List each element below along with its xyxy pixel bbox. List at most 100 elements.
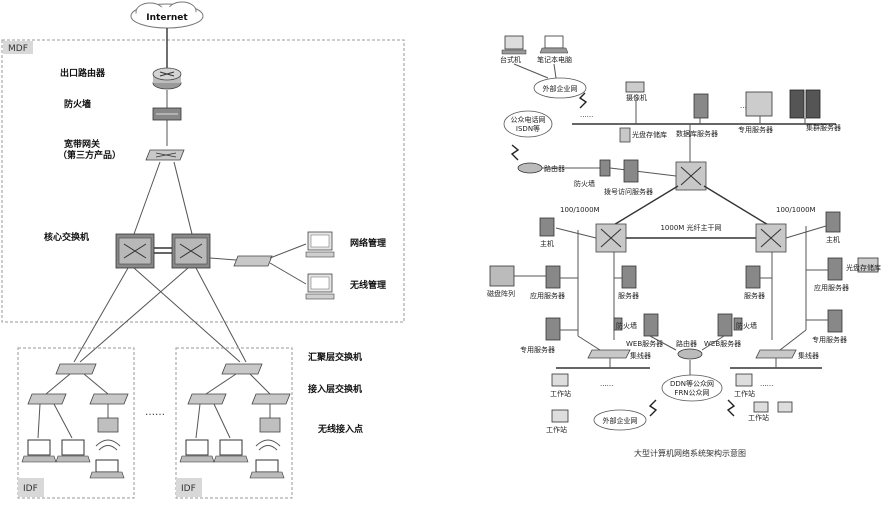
broadband-gateway-icon <box>145 149 185 161</box>
core-switch-right-icon <box>171 233 211 269</box>
access-switch-label: 接入层交换机 <box>308 383 362 395</box>
idf-left-wireless-laptop-icon <box>89 439 125 479</box>
speed-left-label: 100/1000M <box>560 206 600 214</box>
svg-text:......: ...... <box>600 380 613 388</box>
idf-left-laptop-2-icon <box>55 439 91 463</box>
optical-storage-top-icon <box>619 127 631 143</box>
dedicated-server-left-label: 专用服务器 <box>520 345 555 354</box>
dedicated-server-left-icon <box>545 317 561 341</box>
exit-router-label: 出口路由器 <box>60 67 106 79</box>
mdf-box <box>1 39 405 323</box>
broadband-gateway-sublabel: （第三方产品） <box>58 149 121 161</box>
firewall-top-icon <box>599 159 611 177</box>
hub-left-icon <box>587 349 631 359</box>
network-mgmt-label: 网络管理 <box>350 237 386 249</box>
hub-right-icon <box>755 349 797 359</box>
workstation-4-icon <box>753 401 793 413</box>
dedicated-server-right-label: 专用服务器 <box>812 335 847 344</box>
firewall-label: 防火墙 <box>64 98 91 110</box>
app-server-left-label: 应用服务器 <box>530 291 565 300</box>
agg-switch-label: 汇聚层交换机 <box>308 351 362 363</box>
web-server-right-label: WEB服务器 <box>704 339 741 348</box>
workstation-1-label: 工作站 <box>550 389 571 398</box>
central-switch-icon <box>675 161 707 191</box>
lightning-ddn-left-icon <box>648 399 658 417</box>
router-mid-icon <box>677 348 703 360</box>
firewall-mid-right-icon <box>733 317 743 331</box>
lightning-top-icon <box>578 92 588 109</box>
laptop-label: 笔记本电脑 <box>537 55 572 64</box>
diagram-caption: 大型计算机网络系统架构示意图 <box>634 448 746 458</box>
web-server-left-icon <box>643 313 659 337</box>
idf-left-box <box>17 347 135 499</box>
ddn-label: DDN等公众网 <box>670 379 714 388</box>
idf-left-aggregation-switch-icon <box>55 363 97 375</box>
idf-left-access-switch-2-icon <box>89 393 129 405</box>
web-server-left-label: WEB服务器 <box>626 339 663 348</box>
mdf-tag <box>3 41 33 54</box>
idf-left-label: IDF <box>23 484 38 494</box>
camera-icon <box>625 81 645 93</box>
idf-right-tag <box>176 478 202 497</box>
host-left-label: 主机 <box>540 239 554 248</box>
pstn-cloud-icon <box>503 110 553 138</box>
dialup-server-label: 拨号访问服务器 <box>604 187 653 196</box>
optical-storage-right-label: 光盘存储库 <box>846 263 881 272</box>
optical-storage-top-label: 光盘存储库 <box>632 130 667 139</box>
hub-right-label: 集线器 <box>798 351 819 360</box>
disk-array-icon <box>489 265 515 287</box>
workstation-2-label: 工作站 <box>734 389 755 398</box>
backbone-label: 1000M 光纤主干网 <box>660 223 721 232</box>
desktop-pc-label: 台式机 <box>500 55 521 64</box>
speed-right-label: 100/1000M <box>776 206 816 214</box>
workstation-1-icon <box>551 373 569 387</box>
cluster-server-icon <box>789 89 821 119</box>
left-network-diagram: Internet MDF 出口路由器 防火墙 宽带网关 （ <box>1 1 405 499</box>
workstation-2-icon <box>735 373 753 387</box>
db-server-icon <box>693 93 709 119</box>
wireless-mgmt-pc-icon <box>305 273 335 300</box>
lightning-icon <box>510 144 520 161</box>
laptop-icon <box>539 35 569 54</box>
left-core-switch-icon <box>595 223 627 253</box>
mdf-label: MDF <box>8 44 28 54</box>
external-network-bottom-label: 外部企业网 <box>603 416 638 425</box>
firewall-top-label: 防火墙 <box>574 179 595 188</box>
ddn-sublabel: FRN公众网 <box>674 389 709 397</box>
internet-cloud-icon <box>130 1 204 29</box>
router-top-icon <box>517 162 543 174</box>
disk-array-label: 磁盘阵列 <box>487 289 515 298</box>
idf-right-access-switch-2-icon <box>251 393 291 405</box>
idf-ellipsis: …… <box>145 407 165 418</box>
firewall-mid-left-icon <box>613 317 623 331</box>
desktop-pc-icon <box>501 35 527 55</box>
external-network-cloud-bottom-icon <box>593 409 647 431</box>
idf-right-aggregation-switch-icon <box>221 363 263 375</box>
server-mid-left-label: 服务器 <box>618 291 639 300</box>
host-right-icon <box>825 211 841 233</box>
workstation-3-label: 工作站 <box>546 425 567 434</box>
app-server-right-label: 应用服务器 <box>814 283 849 292</box>
idf-right-access-switch-1-icon <box>187 393 227 405</box>
firewall-mid-left-label: 防火墙 <box>616 321 637 330</box>
cluster-server-label: 集群服务器 <box>806 123 841 132</box>
svg-text:......: ...... <box>580 111 593 119</box>
ddn-cloud-icon <box>661 374 723 402</box>
db-server-label: 数据库服务器 <box>676 129 718 138</box>
hub-left-label: 集线器 <box>630 351 651 360</box>
wireless-mgmt-label: 无线管理 <box>349 279 386 291</box>
firewall-icon <box>152 107 182 121</box>
web-server-right-icon <box>717 313 733 337</box>
server-mid-right-icon <box>745 265 761 289</box>
dedicated-server-top-label: 专用服务器 <box>738 125 773 134</box>
app-server-left-icon <box>545 265 561 289</box>
workstation-4-label: 工作站 <box>748 413 769 422</box>
pstn-sublabel: ISDN等 <box>516 124 540 133</box>
workstation-3-icon <box>551 409 569 423</box>
right-network-diagram: 台式机 笔记本电脑 外部企业网 公众电话网 ISDN等 路由器 防火墙 <box>487 35 881 458</box>
host-right-label: 主机 <box>826 235 840 244</box>
idf-left-access-switch-1-icon <box>27 393 67 405</box>
wireless-ap-label: 无线接入点 <box>317 423 363 435</box>
idf-right-laptop-2-icon <box>213 439 249 463</box>
